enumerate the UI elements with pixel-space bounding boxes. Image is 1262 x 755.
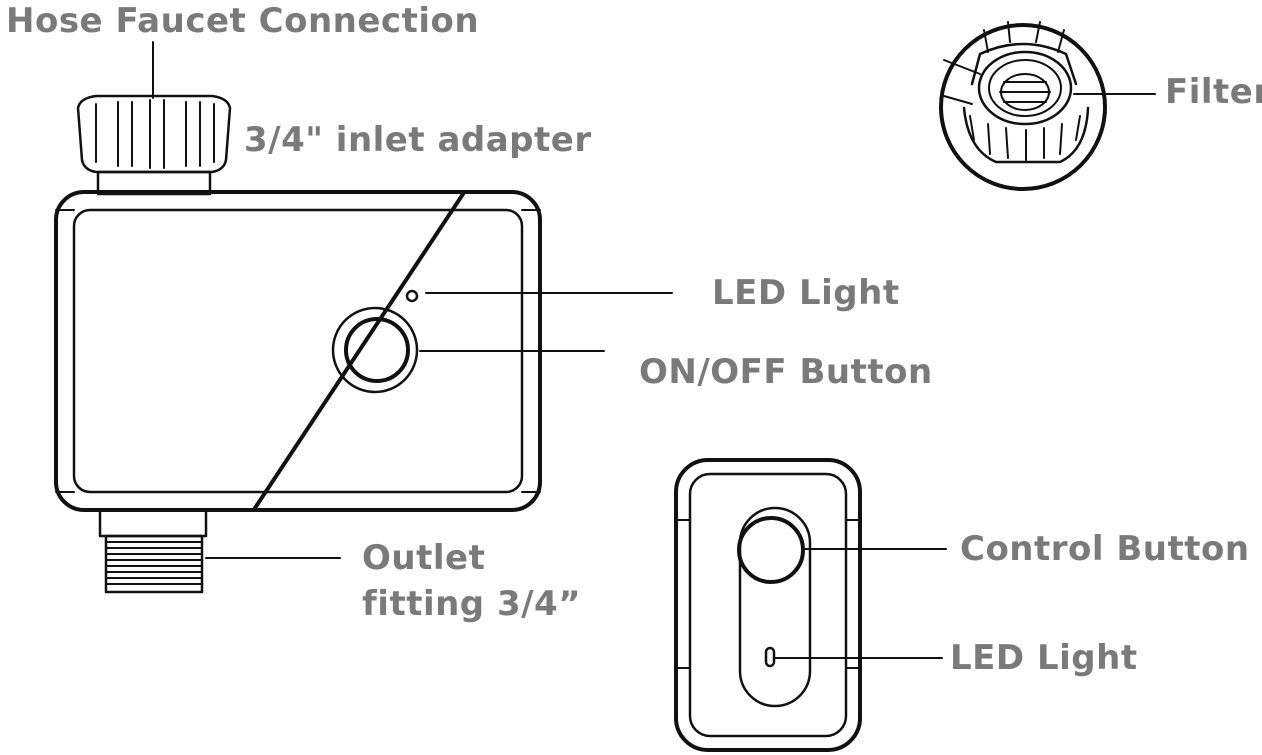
label-outlet-line2: fitting 3/4” [362,584,582,624]
remote-led-drawing [764,646,776,668]
label-filter: Filter [1165,72,1262,112]
label-inlet-adapter: 3/4" inlet adapter [244,120,592,160]
label-hose-faucet-connection: Hose Faucet Connection [6,1,480,41]
on-off-button-ring [331,306,419,394]
outlet-fitting-drawing [98,508,208,594]
filter-drawing [939,21,1107,191]
remote-drawing [674,458,862,752]
label-led-light-remote: LED Light [950,638,1138,678]
control-button-drawing [737,516,805,584]
label-control-button: Control Button [960,529,1250,569]
label-on-off-button: ON/OFF Button [639,352,933,392]
led-light-dot [405,289,419,303]
label-led-light-timer: LED Light [712,273,900,313]
label-outlet-line1: Outlet [362,538,486,578]
on-off-button-drawing [344,317,410,383]
inlet-adapter-drawing [76,94,232,196]
